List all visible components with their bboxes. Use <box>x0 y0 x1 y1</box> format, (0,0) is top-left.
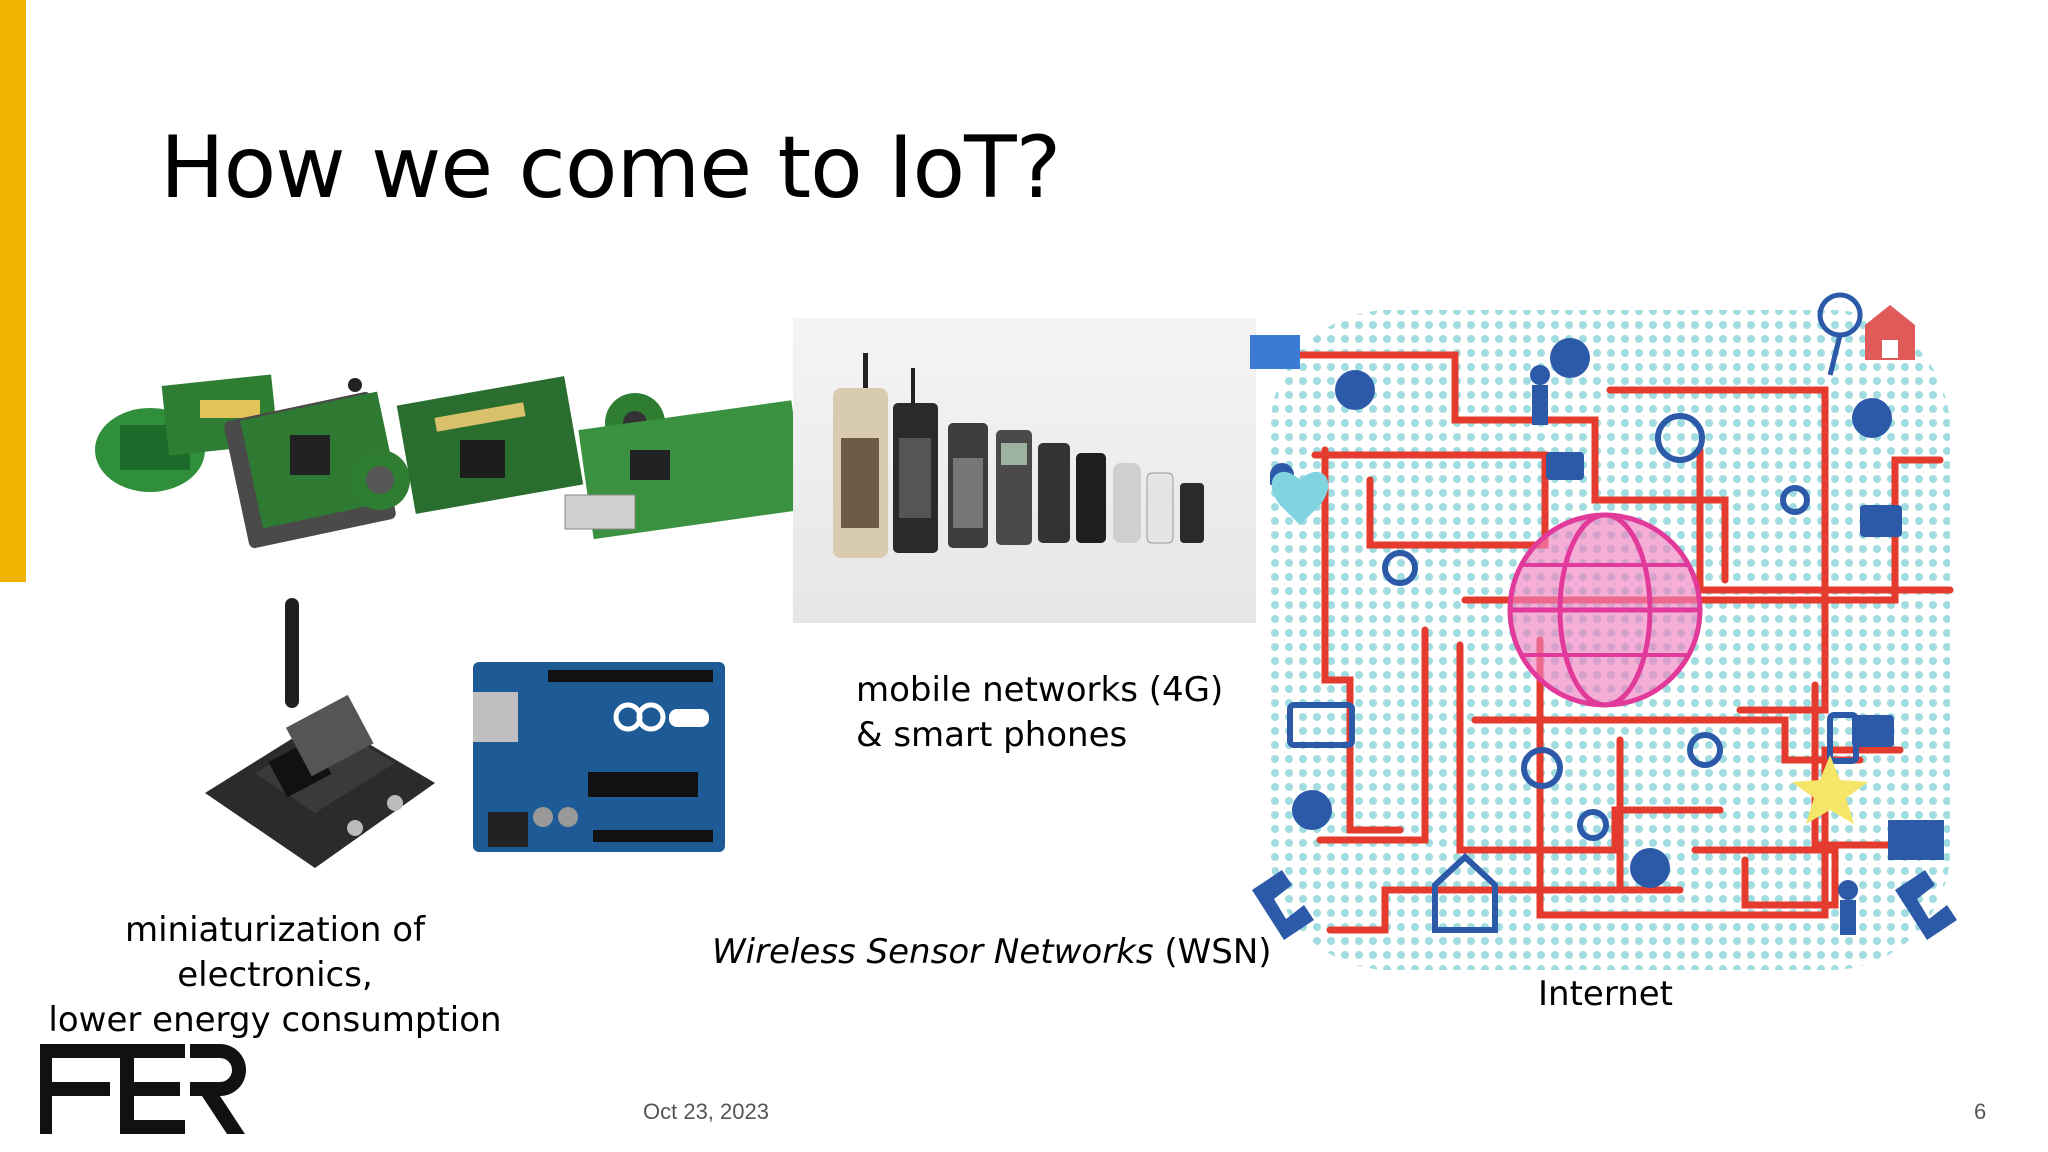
wsn-caption-rest: (WSN) <box>1153 932 1272 972</box>
mobile-caption: mobile networks (4G) & smart phones <box>856 668 1223 758</box>
wsn-caption-italic: Wireless Sensor Networks <box>712 932 1154 972</box>
wsn-caption: Wireless Sensor Networks (WSN) <box>712 930 1272 975</box>
internet-caption: Internet <box>1538 974 1674 1014</box>
sensor-boards-image <box>95 374 800 549</box>
mobile-phones-image <box>833 353 1204 558</box>
accent-bar <box>0 0 26 582</box>
slide-title: How we come to IoT? <box>160 118 1061 218</box>
miniaturization-caption: miniaturization of electronics, lower en… <box>30 908 520 1043</box>
footer-page-number: 6 <box>1974 1099 1987 1124</box>
mobile-caption-line1: mobile networks (4G) <box>856 670 1224 710</box>
wsn-node-image <box>205 598 435 868</box>
fer-logo <box>40 1044 246 1134</box>
arduino-uno-image <box>473 662 725 852</box>
internet-network-image <box>1250 292 1957 970</box>
footer-date: Oct 23, 2023 <box>643 1099 769 1124</box>
miniaturization-caption-line2: lower energy consumption <box>48 1000 502 1040</box>
miniaturization-caption-line1: miniaturization of electronics, <box>124 910 426 995</box>
mobile-caption-line2: & smart phones <box>856 715 1128 755</box>
